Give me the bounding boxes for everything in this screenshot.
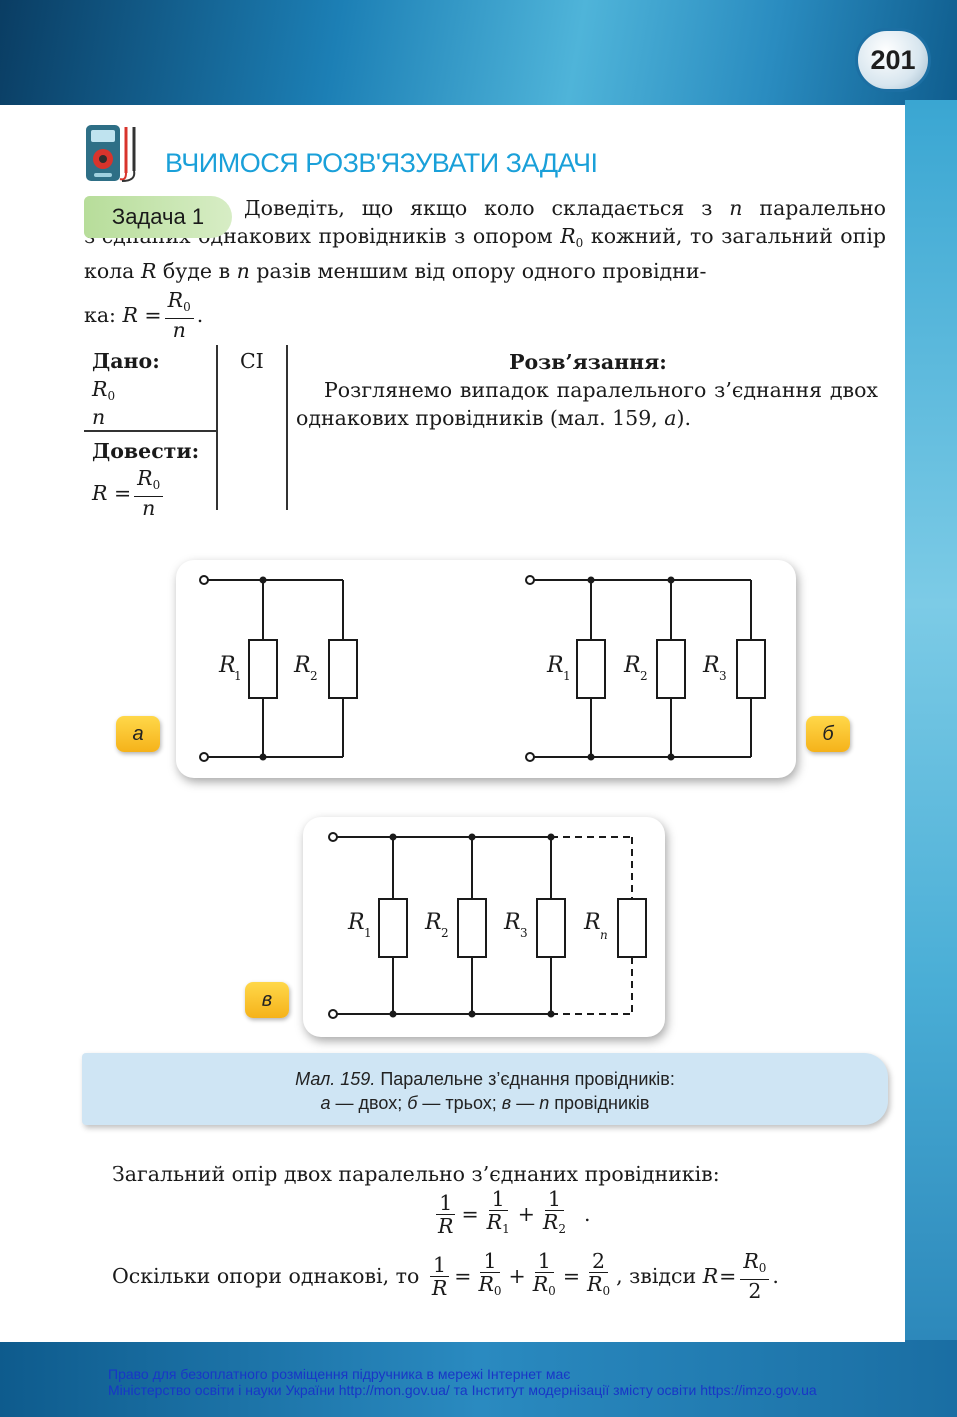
label-a-r2: R [293,653,311,678]
task-var-n: n [729,196,743,220]
given-divider [216,345,218,510]
prove-label: Довести: [92,439,200,463]
caption-title: Паралельне з’єднання провідників: [380,1069,675,1089]
p2-start: Оскільки опори однакові, то [112,1264,420,1288]
task-text-1: Доведіть, що якщо коло складається з [244,196,713,220]
label-v-r3-sub: 3 [520,926,528,940]
figure-tag-b: б [806,716,850,752]
figure-panel-ab: R 1 R 2 R 1 R 2 R 3 [176,560,796,778]
footer-notice: Право для безоплатного розміщення підруч… [108,1366,868,1398]
task-formula-den: n [172,318,186,342]
body-paragraph-1: Загальний опір двох паралельно з’єднаних… [112,1162,720,1186]
label-a-r1: R [218,653,236,678]
task-text-6: ка: [84,303,116,327]
figure-caption: Мал. 159. Паралельне з’єднання провідник… [82,1053,888,1125]
section-header [82,118,144,188]
given-item-n: n [92,405,106,429]
task-formula-fraction: R0 n [164,288,194,342]
label-v-r2: R [424,910,442,935]
task-statement: Доведіть, що якщо коло складається з n п… [84,194,886,341]
task-formula-num: R [167,288,184,312]
given-label: Дано: [92,349,160,373]
si-label: СІ [240,349,264,373]
label-v-r3: R [503,910,521,935]
task-formula-end: . [196,303,204,327]
task-formula-lhs: R = [122,303,162,327]
task-var-r: R [140,259,157,283]
label-v-rn: R [583,910,601,935]
p2-end: . [772,1264,779,1288]
label-b-r3: R [702,653,720,678]
label-a-r1-sub: 1 [234,669,242,683]
task-text-4: буде в [162,259,231,283]
p2-mid: , звідси [616,1264,697,1288]
figure-tag-a: а [116,716,160,752]
given-item-r0: R [92,377,108,401]
prove-lhs: R = [92,481,132,505]
si-divider [286,345,288,510]
solution-heading: Розв’язання: [509,350,667,374]
task-sub-0: 0 [575,236,584,250]
solution-text: Розглянемо випадок паралельного з’єднанн… [296,378,878,430]
figure-tag-v: в [245,982,289,1018]
task-var-r0: R [560,224,576,248]
page-number: 201 [855,28,931,92]
label-v-rn-sub: n [600,928,608,942]
task-text-3: кожний, то загальний опір кола [84,224,886,283]
prove-den: n [142,496,156,520]
label-v-r1-sub: 1 [364,926,372,940]
caption-label: Мал. 159. [295,1069,376,1089]
circuit-v: R 1 R 2 R 3 R n [328,832,647,1019]
label-b-r1-sub: 1 [563,669,571,683]
prove-num: R [137,466,153,490]
task-text-5: разів меншим від опору одного провідни- [256,259,707,283]
header-background [0,0,957,110]
solution-ref-a: а [664,406,677,430]
footer-line-2: Міністерство освіти і науки України http… [108,1382,817,1398]
task-badge: Задача 1 [84,196,232,238]
label-b-r3-sub: 3 [719,669,727,683]
label-b-r2: R [623,653,641,678]
figure-panel-v: R 1 R 2 R 3 R n [303,817,665,1037]
label-b-r2-sub: 2 [640,669,648,683]
given-hline [84,430,217,432]
label-b-r1: R [546,653,564,678]
given-table: Дано: СІ R0 n Довести: R = R0 n [84,345,294,519]
label-a-r2-sub: 2 [310,669,318,683]
multimeter-icon [86,125,136,182]
side-background [905,100,957,1360]
label-v-r1: R [347,910,365,935]
circuit-a-b: R 1 R 2 R 1 R 2 R 3 [199,575,766,762]
footer-line-1: Право для безоплатного розміщення підруч… [108,1366,571,1382]
section-title: ВЧИМОСЯ РОЗВ'ЯЗУВАТИ ЗАДАЧІ [165,148,598,178]
footer-background [0,1340,957,1417]
task-var-n2: n [236,259,250,283]
label-v-r2-sub: 2 [441,926,449,940]
